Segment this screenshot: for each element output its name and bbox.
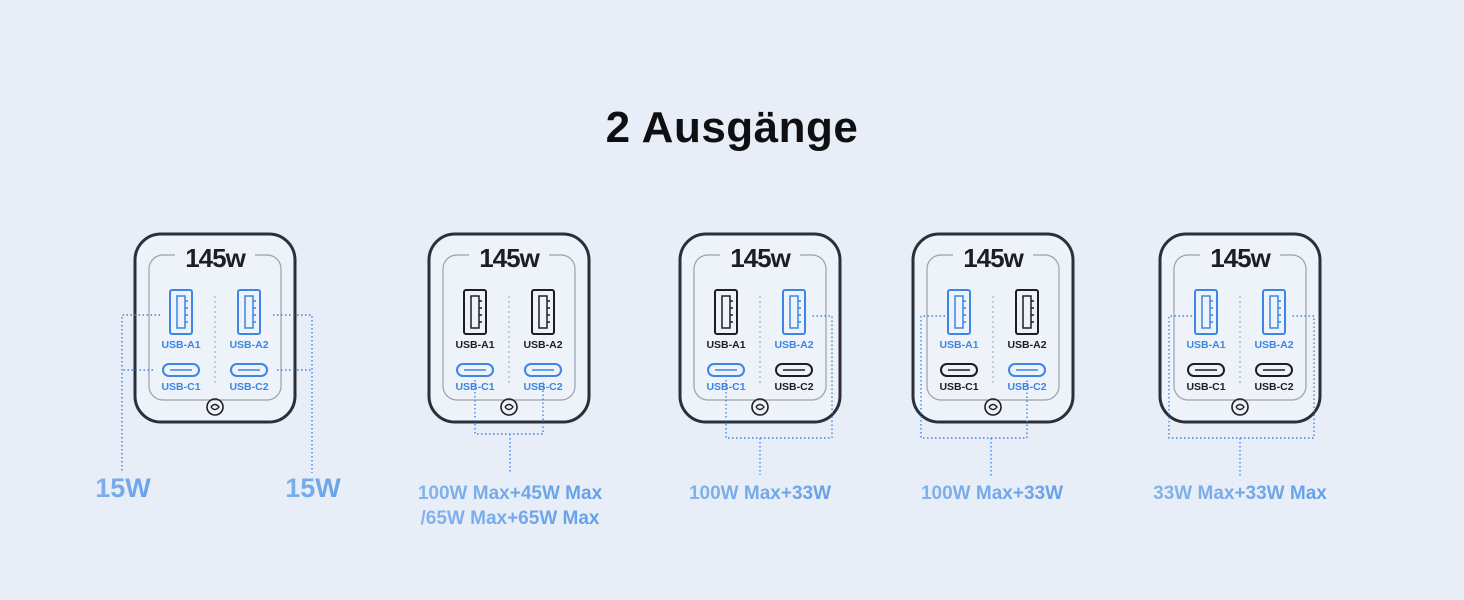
wattage-label: 145w [730, 243, 791, 273]
usb-a-port-icon [947, 289, 971, 335]
output-caption-1-2: 15W [252, 475, 374, 502]
usb-a-tongue [1201, 295, 1211, 329]
guide-right [273, 314, 313, 473]
guide-join [1168, 315, 1315, 439]
wattage-gap [953, 246, 1033, 270]
output-caption-4-1: 100W Max+33W [882, 482, 1102, 506]
usb-c-port-icon [230, 363, 268, 377]
brand-logo-mark [1235, 403, 1245, 411]
port-label-a1: USB-A1 [455, 339, 494, 351]
usb-c-port-icon [940, 363, 978, 377]
usb-c-port-icon [707, 363, 745, 377]
port-label-c2: USB-C2 [229, 381, 268, 393]
usb-a-port-icon [1015, 289, 1039, 335]
usb-a-port-icon [463, 289, 487, 335]
wattage-label: 145w [963, 243, 1024, 273]
brand-logo-icon [751, 398, 769, 416]
wattage-gap [175, 246, 255, 270]
port-label-c2: USB-C2 [1007, 381, 1046, 393]
usb-a-port-icon [1194, 289, 1218, 335]
output-caption-5-1: 33W Max+33W Max [1120, 482, 1360, 506]
brand-logo-icon [984, 398, 1002, 416]
usb-c-port-icon [1008, 363, 1046, 377]
port-label-c2: USB-C2 [774, 381, 813, 393]
usb-a-port-icon [237, 289, 261, 335]
usb-a-tongue [1269, 295, 1279, 329]
wattage-label: 145w [1210, 243, 1271, 273]
usb-a-port-icon [169, 289, 193, 335]
output-caption-3-1: 100W Max+33W [650, 482, 870, 506]
usb-c-port-icon [456, 363, 494, 377]
wattage-gap [1200, 246, 1280, 270]
brand-logo-icon [206, 398, 224, 416]
guide-join [920, 315, 1028, 439]
usb-c-port-icon [162, 363, 200, 377]
port-label-a1: USB-A1 [939, 339, 978, 351]
wattage-label: 145w [479, 243, 540, 273]
usb-a-tongue [538, 295, 548, 329]
usb-a-port-icon [1262, 289, 1286, 335]
port-label-c1: USB-C1 [161, 381, 200, 393]
port-label-a2: USB-A2 [1007, 339, 1046, 351]
usb-a-tongue [1022, 295, 1032, 329]
port-label-a1: USB-A1 [1186, 339, 1225, 351]
port-label-a1: USB-A1 [161, 339, 200, 351]
port-label-c2: USB-C2 [1254, 381, 1293, 393]
usb-a-tongue [789, 295, 799, 329]
guide-join [474, 380, 544, 435]
usb-a-tongue [721, 295, 731, 329]
output-caption-2-2: /65W Max+65W Max [390, 507, 630, 531]
usb-c-port-icon [524, 363, 562, 377]
usb-c-port-icon [1187, 363, 1225, 377]
brand-logo-mark [210, 403, 220, 411]
port-label-a2: USB-A2 [523, 339, 562, 351]
brand-logo-icon [500, 398, 518, 416]
guide-left [121, 314, 160, 473]
usb-c-port-icon [1255, 363, 1293, 377]
guide-join [725, 315, 833, 439]
brand-logo-mark [988, 403, 998, 411]
usb-a-tongue [176, 295, 186, 329]
usb-a-tongue [954, 295, 964, 329]
port-label-c1: USB-C1 [455, 381, 494, 393]
brand-logo-mark [755, 403, 765, 411]
output-caption-2-1: 100W Max+45W Max [390, 482, 630, 506]
port-label-c1: USB-C1 [1186, 381, 1225, 393]
brand-logo-mark [504, 403, 514, 411]
usb-c-port-icon [775, 363, 813, 377]
usb-a-port-icon [782, 289, 806, 335]
usb-a-tongue [470, 295, 480, 329]
page-title: 2 Ausgänge [605, 103, 859, 152]
brand-logo-icon [1231, 398, 1249, 416]
port-label-c1: USB-C1 [939, 381, 978, 393]
usb-a-port-icon [531, 289, 555, 335]
wattage-gap [469, 246, 549, 270]
output-caption-1-1: 15W [62, 475, 184, 502]
port-label-a2: USB-A2 [1254, 339, 1293, 351]
port-label-c1: USB-C1 [706, 381, 745, 393]
wattage-gap [720, 246, 800, 270]
usb-a-tongue [244, 295, 254, 329]
port-label-a2: USB-A2 [774, 339, 813, 351]
port-label-a2: USB-A2 [229, 339, 268, 351]
port-label-a1: USB-A1 [706, 339, 745, 351]
wattage-label: 145w [185, 243, 246, 273]
usb-a-port-icon [714, 289, 738, 335]
